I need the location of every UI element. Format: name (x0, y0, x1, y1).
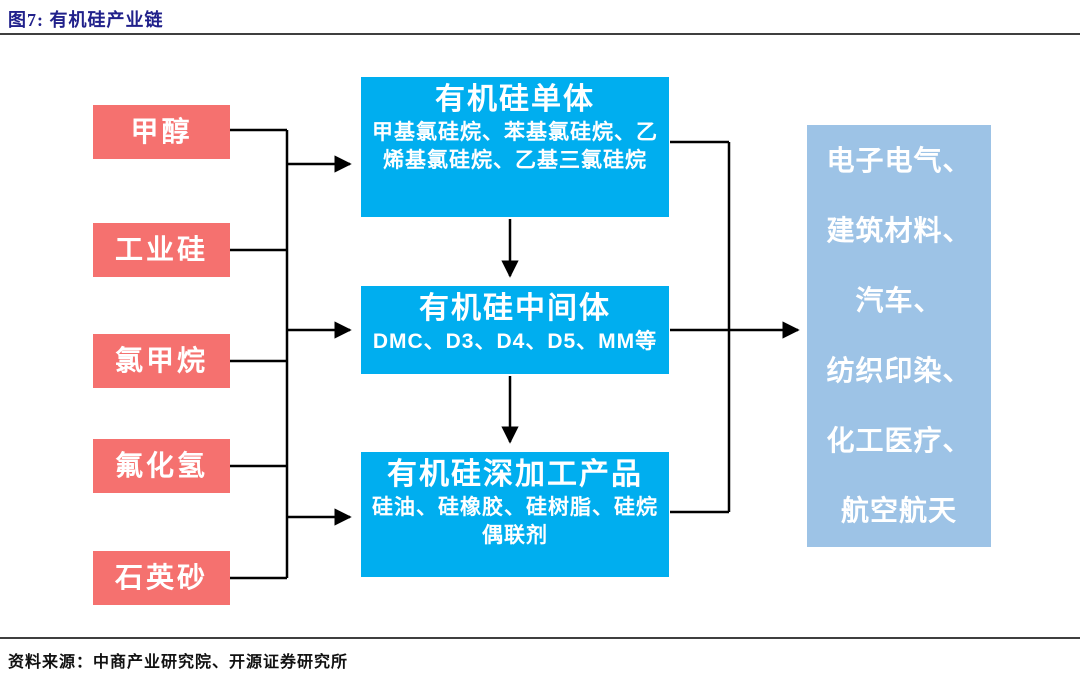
left-bus-lines (230, 128, 352, 580)
applications-box: 电子电气、 建筑材料、 汽车、 纺织印染、 化工医疗、 航空航天 (807, 125, 991, 547)
stage-box-intermediate: 有机硅中间体 DMC、D3、D4、D5、MM等 (361, 286, 669, 374)
stage-title-monomer: 有机硅单体 (435, 83, 595, 116)
application-line: 汽车、 (855, 285, 943, 316)
stage-detail-intermediate: DMC、D3、D4、D5、MM等 (372, 329, 658, 353)
stage-box-deep-processing: 有机硅深加工产品 硅油、硅橡胶、硅树脂、硅烷偶联剂 (361, 452, 669, 577)
stage-detail-monomer: 甲基氯硅烷、苯基氯硅烷、乙烯基氯硅烷、乙基三氯硅烷 (372, 120, 658, 172)
title-divider-line (0, 33, 1080, 35)
raw-material-box-chloromethane: 氯甲烷 (93, 334, 230, 388)
application-line: 建筑材料、 (826, 215, 972, 246)
stage-title-intermediate: 有机硅中间体 (419, 292, 611, 325)
application-line: 航空航天 (840, 495, 957, 526)
source-divider-line (0, 637, 1080, 639)
stage-box-monomer: 有机硅单体 甲基氯硅烷、苯基氯硅烷、乙烯基氯硅烷、乙基三氯硅烷 (361, 77, 669, 217)
raw-material-box-hydrogen-fluoride: 氟化氢 (93, 439, 230, 493)
raw-material-box-industrial-silicon: 工业硅 (93, 223, 230, 277)
application-line: 化工医疗、 (826, 425, 972, 456)
right-bus-lines (670, 140, 800, 514)
raw-material-box-quartz-sand: 石英砂 (93, 551, 230, 605)
application-line: 电子电气、 (826, 145, 972, 176)
application-line: 纺织印染、 (826, 355, 972, 386)
figure-title: 图7: 有机硅产业链 (8, 10, 164, 30)
stage-detail-deep-processing: 硅油、硅橡胶、硅树脂、硅烷偶联剂 (372, 495, 658, 547)
source-attribution: 资料来源：中商产业研究院、开源证券研究所 (8, 654, 349, 671)
raw-material-box-methanol: 甲醇 (93, 105, 230, 159)
stage-title-deep-processing: 有机硅深加工产品 (387, 458, 643, 491)
